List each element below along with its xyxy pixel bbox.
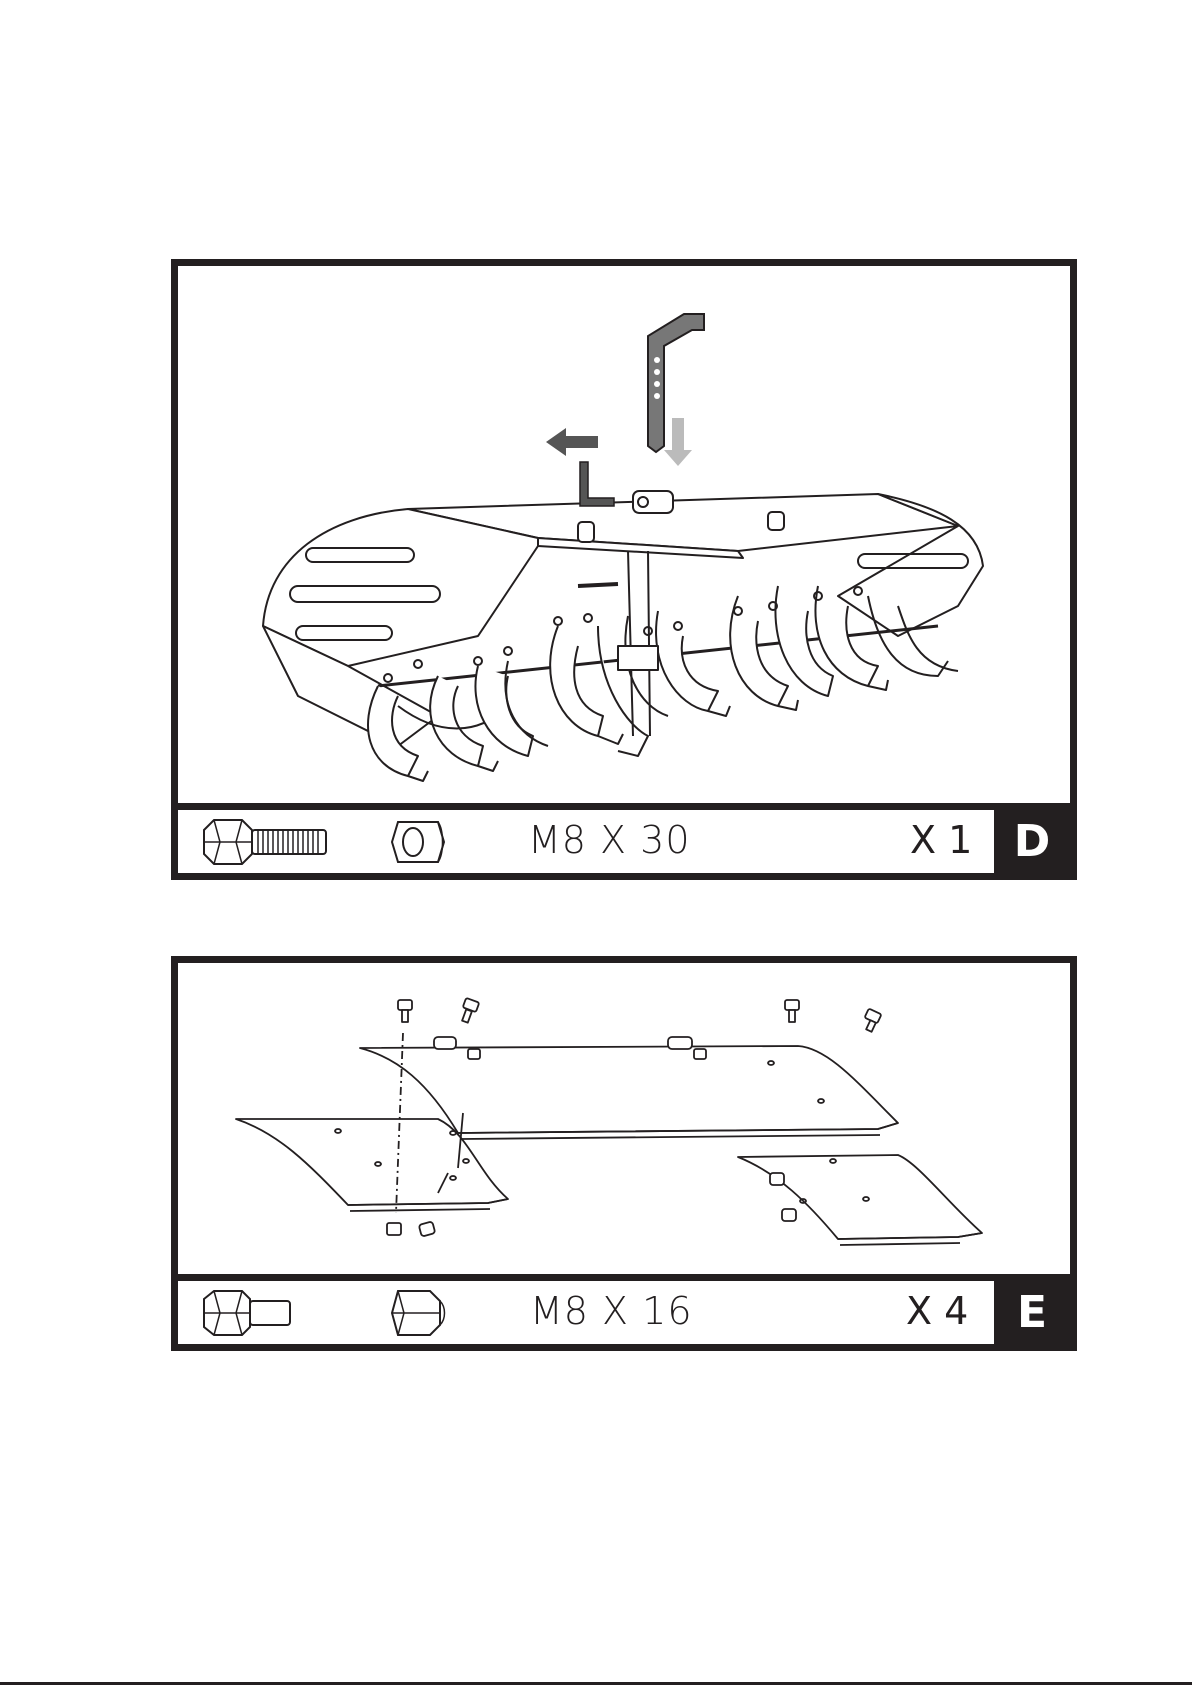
- pin: [580, 462, 614, 506]
- bolt-icon: [200, 814, 330, 870]
- left-arrow-icon: [546, 428, 598, 456]
- step-label: E: [994, 1281, 1070, 1344]
- down-arrow-icon: [664, 418, 692, 466]
- hardware-bar-d: M8 X 30 X 1 D: [178, 803, 1070, 873]
- nut-icon: [388, 814, 448, 870]
- hardware-spec: M8 X 16: [530, 1289, 693, 1333]
- step-label: D: [994, 810, 1070, 873]
- tiller-lever-illustration: [178, 266, 1070, 810]
- hardware-spec: M8 X 30: [528, 818, 691, 862]
- shield-drawing: [178, 963, 1070, 1281]
- shield-assembly-illustration: [178, 963, 1070, 1281]
- bolt-icon: [200, 1285, 300, 1341]
- hardware-bar-e: M8 X 16 X 4 E: [178, 1274, 1070, 1344]
- hardware-quantity: X 4: [906, 1289, 968, 1333]
- tiller-drawing: [178, 266, 1070, 810]
- nut-icon: [390, 1285, 450, 1341]
- step-d-panel: M8 X 30 X 1 D: [171, 259, 1077, 880]
- step-e-panel: M8 X 16 X 4 E: [171, 956, 1077, 1351]
- hardware-quantity: X 1: [910, 818, 972, 862]
